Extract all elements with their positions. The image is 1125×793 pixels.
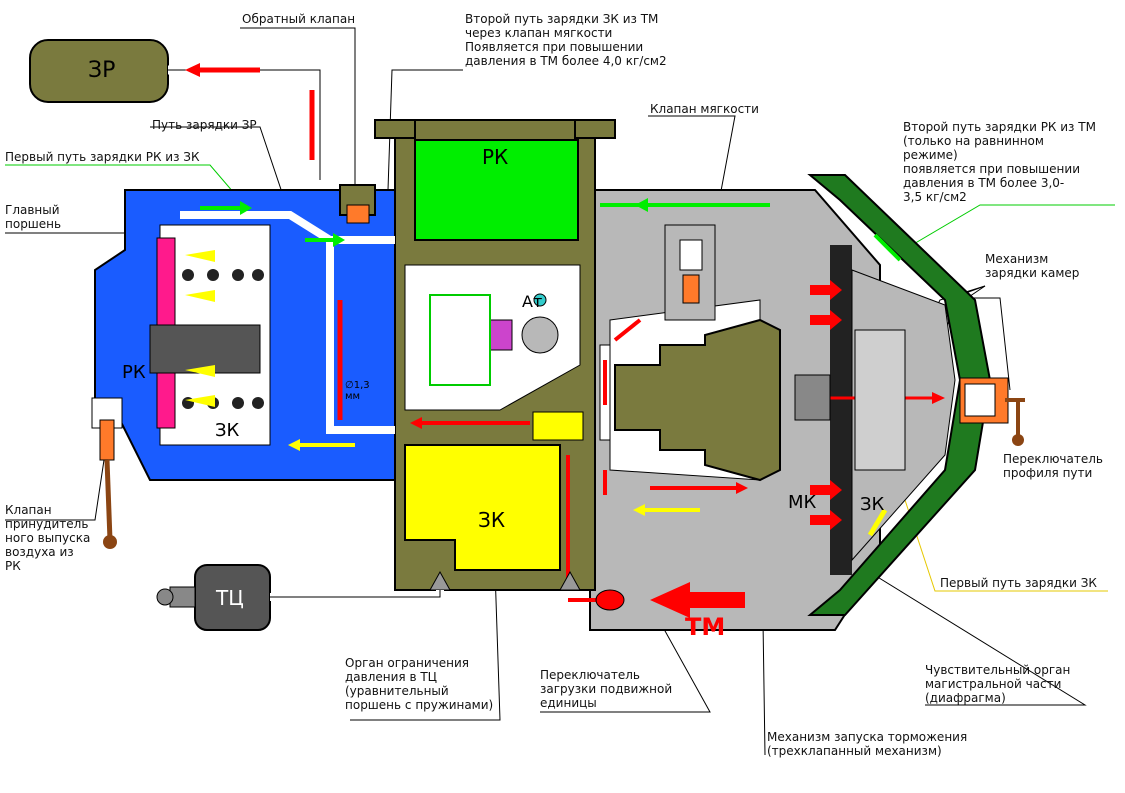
main-piston xyxy=(149,237,264,429)
rk-top-label: РК xyxy=(482,145,509,169)
annotation-forced-release-valve: Клапан принудитель ного выпуска воздуха … xyxy=(5,503,91,573)
at-label: Ат xyxy=(522,292,543,311)
tm-inlet-arrow xyxy=(650,582,745,618)
zk-center-label: ЗК xyxy=(478,508,506,532)
green-flow-arrows xyxy=(200,198,902,262)
annotation-track-profile-switch: Переключатель профиля пути xyxy=(1003,452,1103,480)
annotation-main-piston: Главный поршень xyxy=(5,203,62,231)
annotation-second-path-zk: Второй путь зарядки ЗК из ТМ через клапа… xyxy=(465,12,667,68)
three-valve-mechanism xyxy=(614,318,906,482)
mk-label: МК xyxy=(788,492,817,513)
track-profile-switch xyxy=(959,377,1025,446)
rk-left-label: РК xyxy=(122,362,146,383)
at-valve xyxy=(521,316,559,354)
zk-right-label: ЗК xyxy=(860,494,885,515)
yellow-flow-arrows xyxy=(185,250,888,537)
annotation-chamber-charge-mech: Механизм зарядки камер xyxy=(985,252,1080,280)
annotation-softness-valve: Клапан мягкости xyxy=(650,102,759,116)
green-leaders xyxy=(5,164,1115,256)
forced-release-valve xyxy=(91,397,123,549)
annotation-first-path-zk: Первый путь зарядки ЗК xyxy=(940,576,1097,590)
zr-flow-arrowhead xyxy=(185,63,200,77)
softness-valve xyxy=(664,224,716,321)
zr-label: ЗР xyxy=(88,58,116,83)
annotation-pressure-limiter: Орган ограничения давления в ТЦ (уравнит… xyxy=(345,656,494,712)
annotation-check-valve: Обратный клапан xyxy=(242,12,356,26)
annotation-first-path-rk: Первый путь зарядки РК из ЗК xyxy=(5,150,200,164)
annotation-sensitive-organ: Чувствительный орган магистральной части… xyxy=(925,663,1071,705)
tc-label: ТЦ xyxy=(216,586,244,610)
tc-cylinder xyxy=(156,564,444,631)
rk-chamber xyxy=(414,139,579,241)
tm-label: ТМ xyxy=(685,613,726,641)
annotation-zr-charge-path: Путь зарядки ЗР xyxy=(152,118,257,132)
orifice-label: ∅1,3 мм xyxy=(345,380,370,402)
filter xyxy=(532,411,584,441)
zk-chamber xyxy=(404,444,561,571)
zk-left-label: ЗК xyxy=(215,420,240,441)
annotation-brake-start-mech: Механизм запуска торможения (трехклапанн… xyxy=(767,730,968,758)
annotation-second-path-rk: Второй путь зарядки РК из ТМ (только на … xyxy=(903,120,1096,204)
annotation-load-switch: Переключатель загрузки подвижной единицы xyxy=(540,668,673,710)
